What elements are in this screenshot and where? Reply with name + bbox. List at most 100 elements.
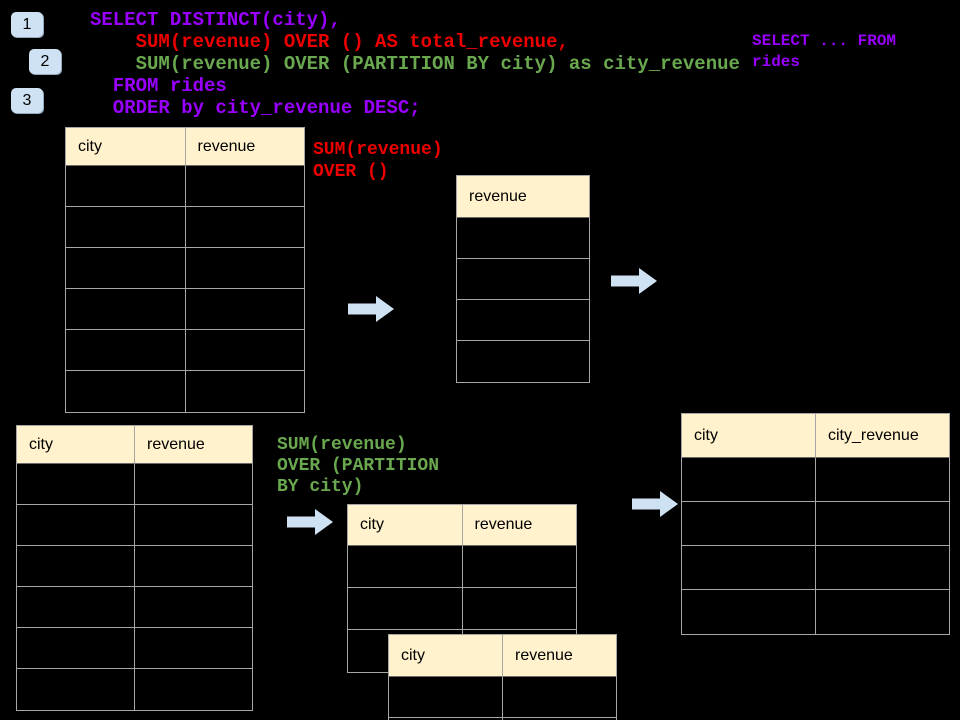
column-header: revenue (135, 426, 252, 464)
table-cell-empty (135, 505, 252, 546)
table-cell-empty (66, 207, 186, 248)
table-row (348, 588, 576, 630)
annotation-line: OVER (PARTITION (277, 456, 440, 476)
flow-arrow-right-icon (287, 509, 333, 535)
table-row (66, 371, 304, 412)
table-row (682, 458, 949, 502)
table-row (17, 464, 252, 505)
snippet-line: SELECT ... FROM (752, 32, 897, 50)
table-cell-empty (66, 166, 186, 207)
table-cell-empty (348, 546, 463, 588)
table-cell-empty (682, 458, 816, 502)
table-cell-empty (682, 546, 816, 590)
table-cell-empty (66, 371, 186, 412)
table-cell-empty (135, 464, 252, 505)
table-cell-empty (462, 588, 576, 630)
table-row (682, 590, 949, 634)
table-cell-empty (457, 300, 589, 341)
annotation-line: BY city) (277, 477, 364, 497)
table-row (66, 166, 304, 207)
sql-code-line: SUM(revenue) OVER (PARTITION BY city) as… (90, 53, 740, 75)
sql-code-line: ORDER by city_revenue DESC; (90, 97, 421, 119)
table-cell-empty (185, 289, 304, 330)
table-cell-empty (186, 371, 305, 412)
table-row (17, 669, 252, 710)
table-row (66, 207, 304, 248)
table-row (66, 289, 304, 330)
column-header: city_revenue (816, 414, 949, 458)
table-row (457, 341, 589, 382)
table-cell-empty (17, 628, 135, 669)
table-row (389, 718, 616, 720)
column-header: city (348, 505, 463, 546)
flow-arrow-right-icon (611, 268, 657, 294)
table-row (17, 628, 252, 669)
table-row (17, 546, 252, 587)
column-header: revenue (457, 176, 589, 218)
column-header: city (389, 635, 503, 677)
sql-query-code: SELECT DISTINCT(city), SUM(revenue) OVER… (90, 9, 740, 119)
table-cell-empty (816, 590, 949, 634)
table-row (66, 248, 304, 289)
table-cell-empty (816, 502, 949, 546)
table-cell-empty (185, 207, 304, 248)
table-cell-empty (66, 248, 186, 289)
table-cell-empty (462, 546, 576, 588)
table-cell-empty (682, 590, 816, 634)
table-row (457, 218, 589, 259)
table-row (66, 330, 304, 371)
table-cell-empty (185, 166, 304, 207)
table-cell-empty (17, 546, 135, 587)
table-cell-empty (66, 330, 186, 371)
table-row (682, 502, 949, 546)
select-from-rides-snippet: SELECT ... FROM rides (752, 31, 896, 73)
table-cell-empty (457, 218, 589, 259)
annotation-line: SUM(revenue) (313, 140, 443, 160)
column-header: city (682, 414, 816, 458)
table-cell-empty (17, 669, 135, 710)
table-cell-empty (135, 546, 252, 587)
table-cell-empty (185, 330, 304, 371)
table-row (457, 300, 589, 341)
column-header: city (66, 128, 186, 166)
step-badge-1: 1 (11, 12, 43, 37)
column-header: revenue (462, 505, 576, 546)
table-cell-empty (457, 259, 589, 300)
table-cell-empty (135, 669, 252, 710)
table-cell-empty (816, 458, 949, 502)
sql-code-line: FROM rides (90, 75, 227, 97)
flow-arrow-right-icon (632, 491, 678, 517)
sql-code-line: SUM(revenue) OVER () AS total_revenue, (90, 31, 569, 53)
table-cell-empty (135, 587, 252, 628)
snippet-line: rides (752, 53, 801, 71)
annotation-line: SUM(revenue) (277, 435, 407, 455)
annotation-line: OVER () (313, 162, 389, 182)
table-cell-empty (457, 341, 589, 382)
table-row (682, 546, 949, 590)
table-header-row: revenue (457, 176, 589, 218)
table-cell-empty (682, 502, 816, 546)
step-badge-3: 3 (11, 88, 43, 113)
column-header: revenue (503, 635, 616, 677)
table-row (457, 259, 589, 300)
sum-over-annotation: SUM(revenue)OVER () (313, 139, 443, 183)
table-row (17, 587, 252, 628)
table-row (389, 677, 616, 718)
table-cell-empty (185, 248, 304, 289)
step-badge-2: 2 (29, 49, 61, 74)
table-cell-empty (348, 588, 463, 630)
table-cell-empty (389, 718, 503, 720)
flow-arrow-right-icon (348, 296, 394, 322)
total-revenue-result-table: revenue (456, 175, 590, 383)
